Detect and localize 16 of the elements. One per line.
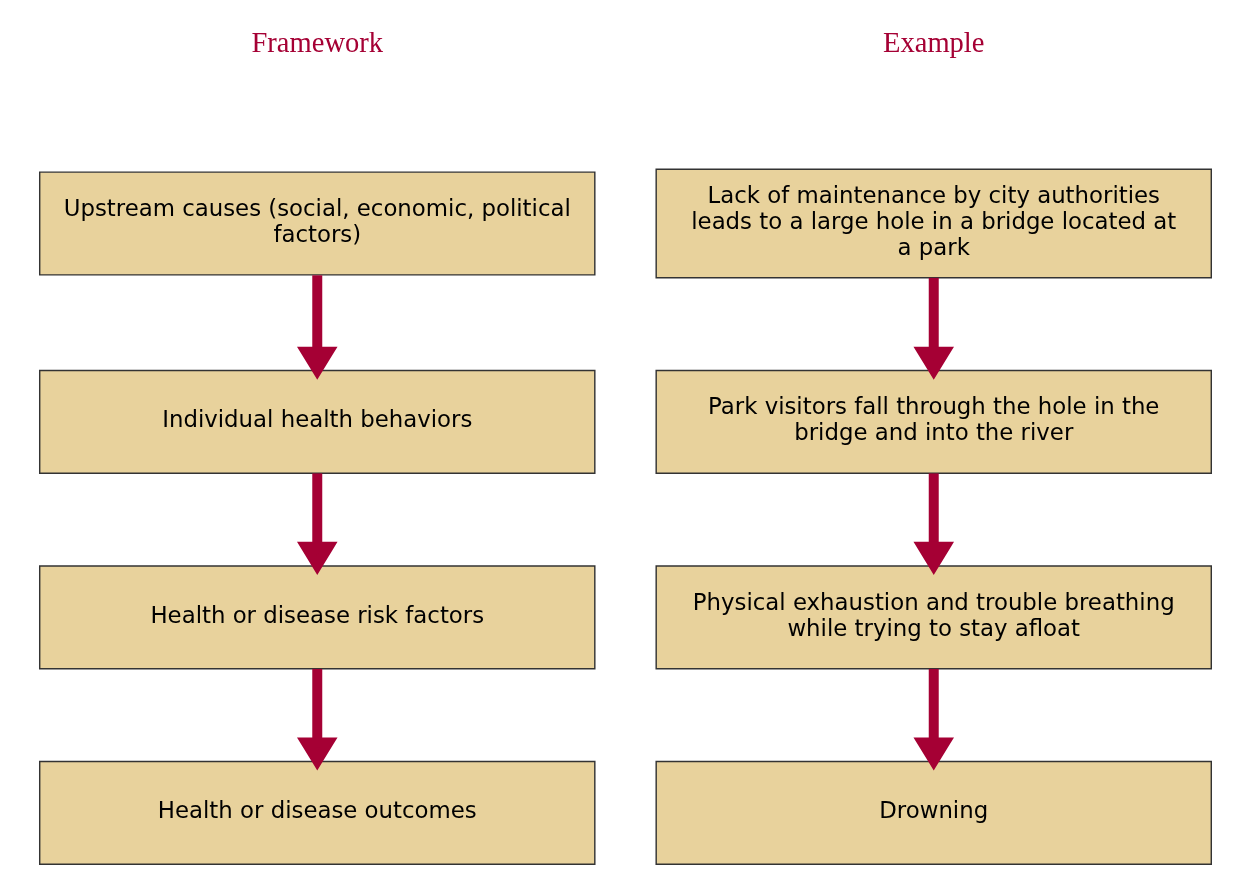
node-box: Individual health behaviors — [38, 369, 596, 474]
label: Framework — [251, 27, 383, 59]
arrow — [296, 473, 338, 575]
node-box: Physical exhaustion and trouble breathing while trying to stay afloat — [654, 565, 1212, 670]
node-box: Health or disease risk factors — [38, 565, 596, 670]
arrow — [296, 668, 338, 771]
arrow — [296, 275, 338, 380]
arrow — [912, 277, 954, 380]
node-box: Health or disease outcomes — [38, 760, 596, 865]
arrow — [912, 668, 954, 771]
node-box: Drowning — [654, 760, 1212, 865]
arrow — [912, 473, 954, 575]
label: Example — [882, 27, 984, 59]
node-box: Lack of maintenance by city authorities leads to a large hole in a bridge located at a park — [654, 168, 1212, 279]
node-box: Park visitors fall through the hole in the bridge and into the river — [654, 369, 1212, 474]
node-box: Upstream causes (social, economic, political factors) — [38, 171, 596, 276]
